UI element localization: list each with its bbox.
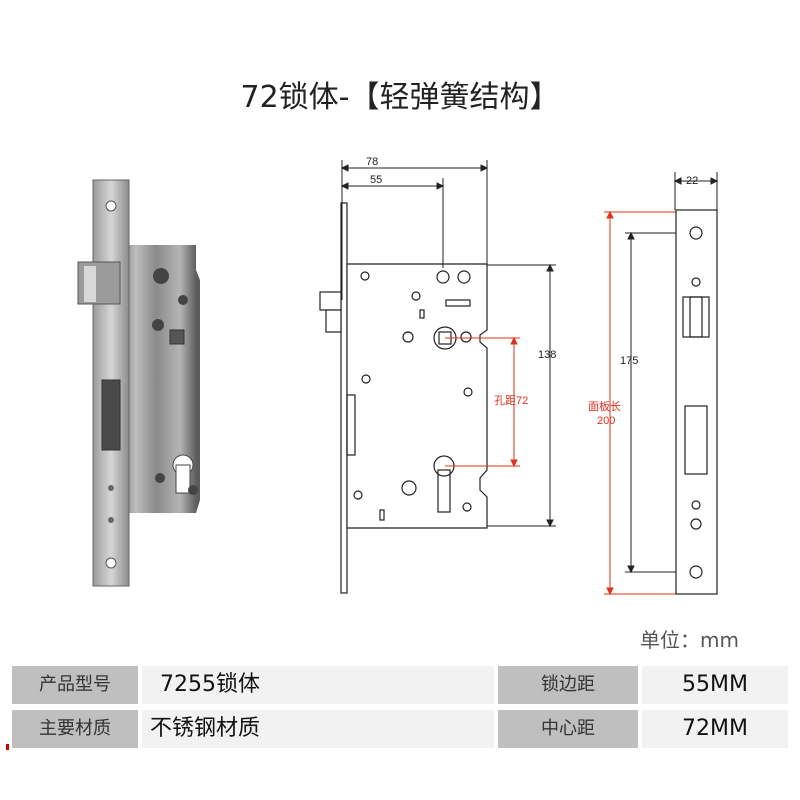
- spec-row: 主要材质 不锈钢材质 中心距 72MM: [12, 710, 788, 748]
- spec-label: 中心距: [498, 710, 638, 748]
- dim-faceplate-length: 面板长: [588, 399, 621, 413]
- dim-screw-spacing: 175: [620, 355, 638, 367]
- spec-value: 72MM: [642, 710, 788, 748]
- dim-faceplate-length-value: 200: [597, 415, 615, 427]
- spec-label: 锁边距: [498, 666, 638, 704]
- unit-label: 单位：mm: [640, 628, 739, 652]
- spec-label: 主要材质: [12, 710, 138, 748]
- dim-backset: 55: [370, 174, 382, 186]
- front-view-drawing: [319, 202, 488, 594]
- dim-faceplate-width: 22: [686, 175, 698, 187]
- page-title: 72锁体-【轻弹簧结构】: [240, 80, 560, 115]
- faceplate-drawing: [675, 209, 718, 595]
- red-dimension-lines: [445, 210, 678, 596]
- dim-width-total: 78: [366, 156, 378, 168]
- spec-row: 产品型号 7255锁体 锁边距 55MM: [12, 666, 788, 704]
- corner-mark: [6, 744, 9, 750]
- deadbolt-slot: [101, 379, 121, 451]
- spec-label: 产品型号: [12, 666, 138, 704]
- dim-hole-distance: 孔距72: [494, 394, 528, 407]
- lock-photo: [77, 179, 200, 587]
- spec-value: 7255锁体: [142, 666, 494, 704]
- spec-value: 55MM: [642, 666, 788, 704]
- dimension-lines: [340, 160, 719, 574]
- spec-value: 不锈钢材质: [142, 710, 494, 748]
- dim-body-height: 138: [538, 349, 556, 361]
